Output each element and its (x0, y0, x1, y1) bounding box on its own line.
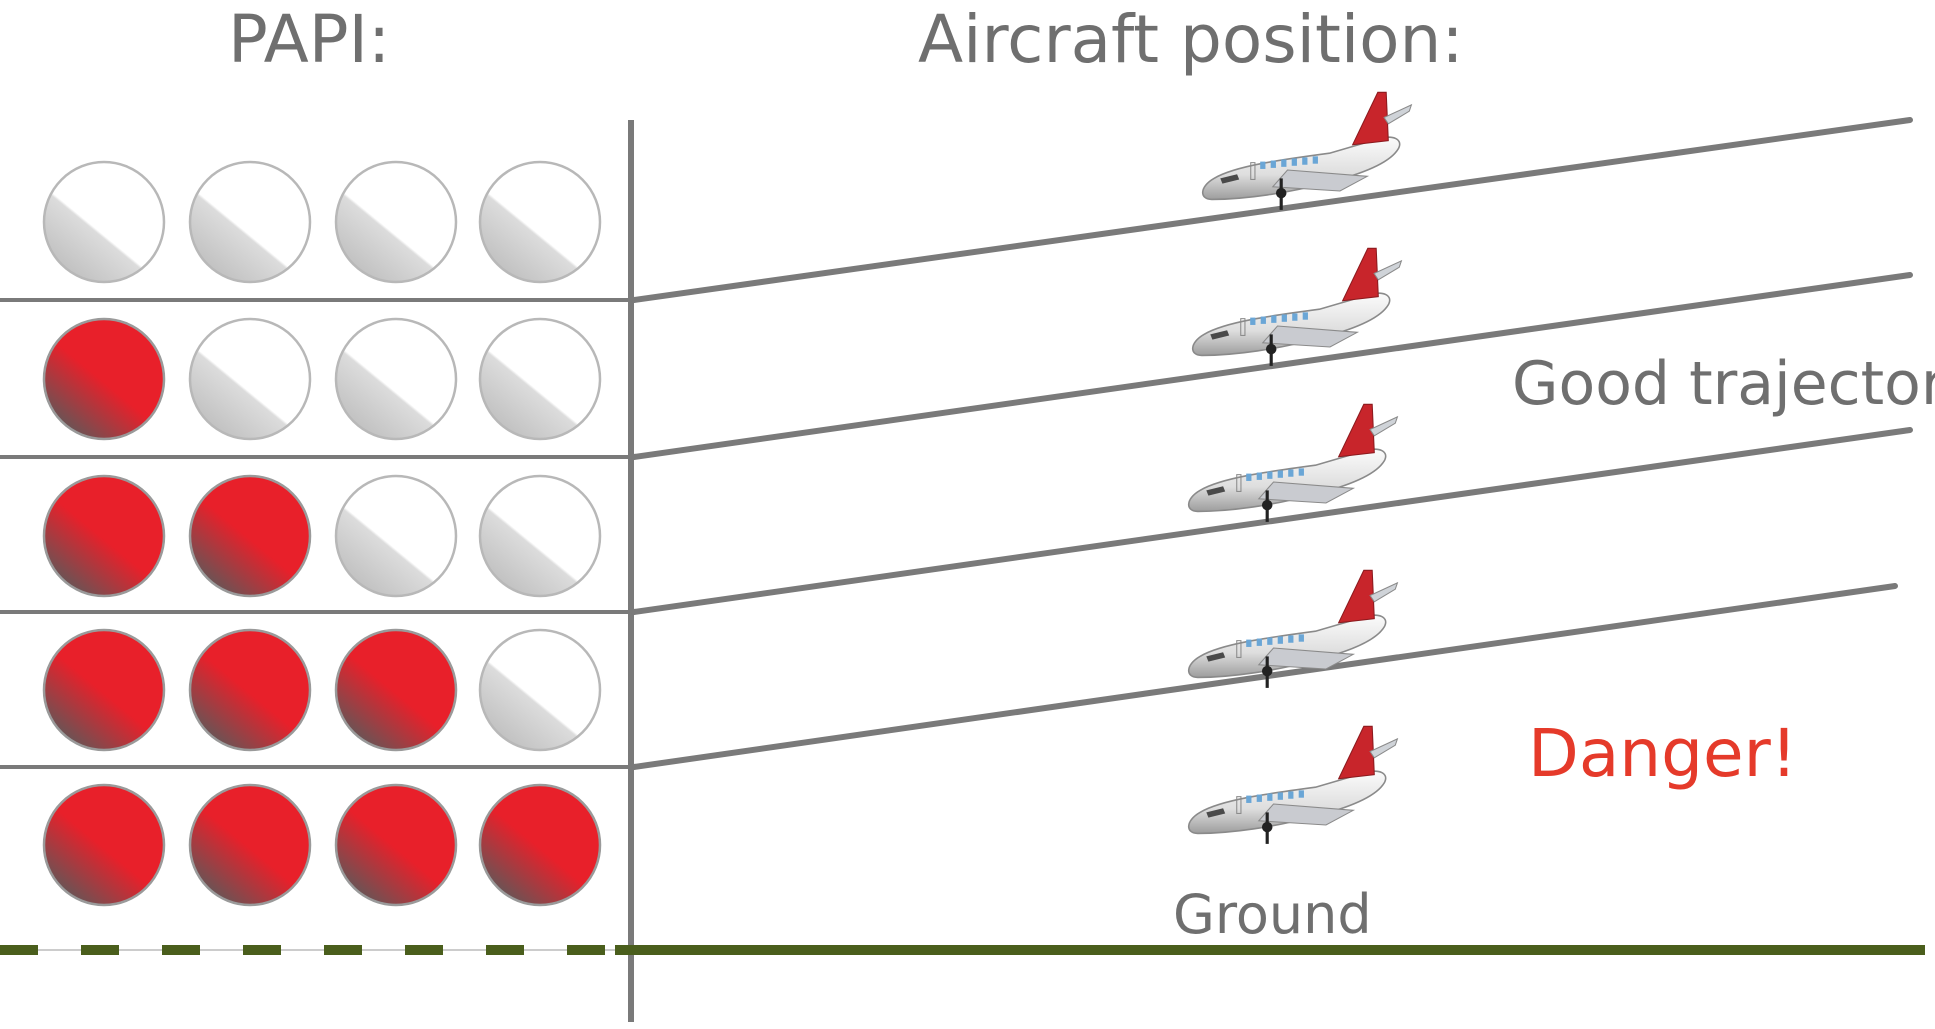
papi-light-red (188, 628, 312, 752)
glide-path-line-2 (631, 272, 1913, 460)
papi-light-white (478, 474, 602, 598)
aircraft-icon (1191, 246, 1403, 368)
glide-path-line-4 (631, 583, 1898, 770)
papi-light-red (188, 474, 312, 598)
glide-path-lines (631, 117, 1913, 770)
aircraft-icon (1187, 724, 1399, 846)
papi-light-red (42, 474, 166, 598)
papi-light-white (478, 628, 602, 752)
aircraft-icon (1187, 402, 1399, 524)
glide-path-line-1 (631, 117, 1913, 303)
papi-light-red (334, 783, 458, 907)
papi-heading: PAPI: (228, 1, 391, 78)
papi-light-white (478, 160, 602, 284)
danger-label: Danger! (1528, 715, 1798, 792)
papi-light-red (42, 628, 166, 752)
papi-light-white (188, 160, 312, 284)
papi-light-white (334, 317, 458, 441)
papi-light-white (334, 160, 458, 284)
aircraft-position-heading: Aircraft position: (918, 1, 1464, 78)
papi-light-red (42, 317, 166, 441)
papi-light-red (478, 783, 602, 907)
papi-light-grid (42, 160, 602, 907)
papi-light-white (478, 317, 602, 441)
papi-light-red (334, 628, 458, 752)
glide-path-line-3 (631, 427, 1913, 615)
papi-light-white (42, 160, 166, 284)
papi-light-white (334, 474, 458, 598)
grid-lines (0, 120, 634, 1022)
papi-light-white (188, 317, 312, 441)
papi-light-red (188, 783, 312, 907)
good-trajectory-label: Good trajectory (1512, 349, 1935, 419)
ground-label: Ground (1173, 883, 1372, 946)
papi-light-red (42, 783, 166, 907)
